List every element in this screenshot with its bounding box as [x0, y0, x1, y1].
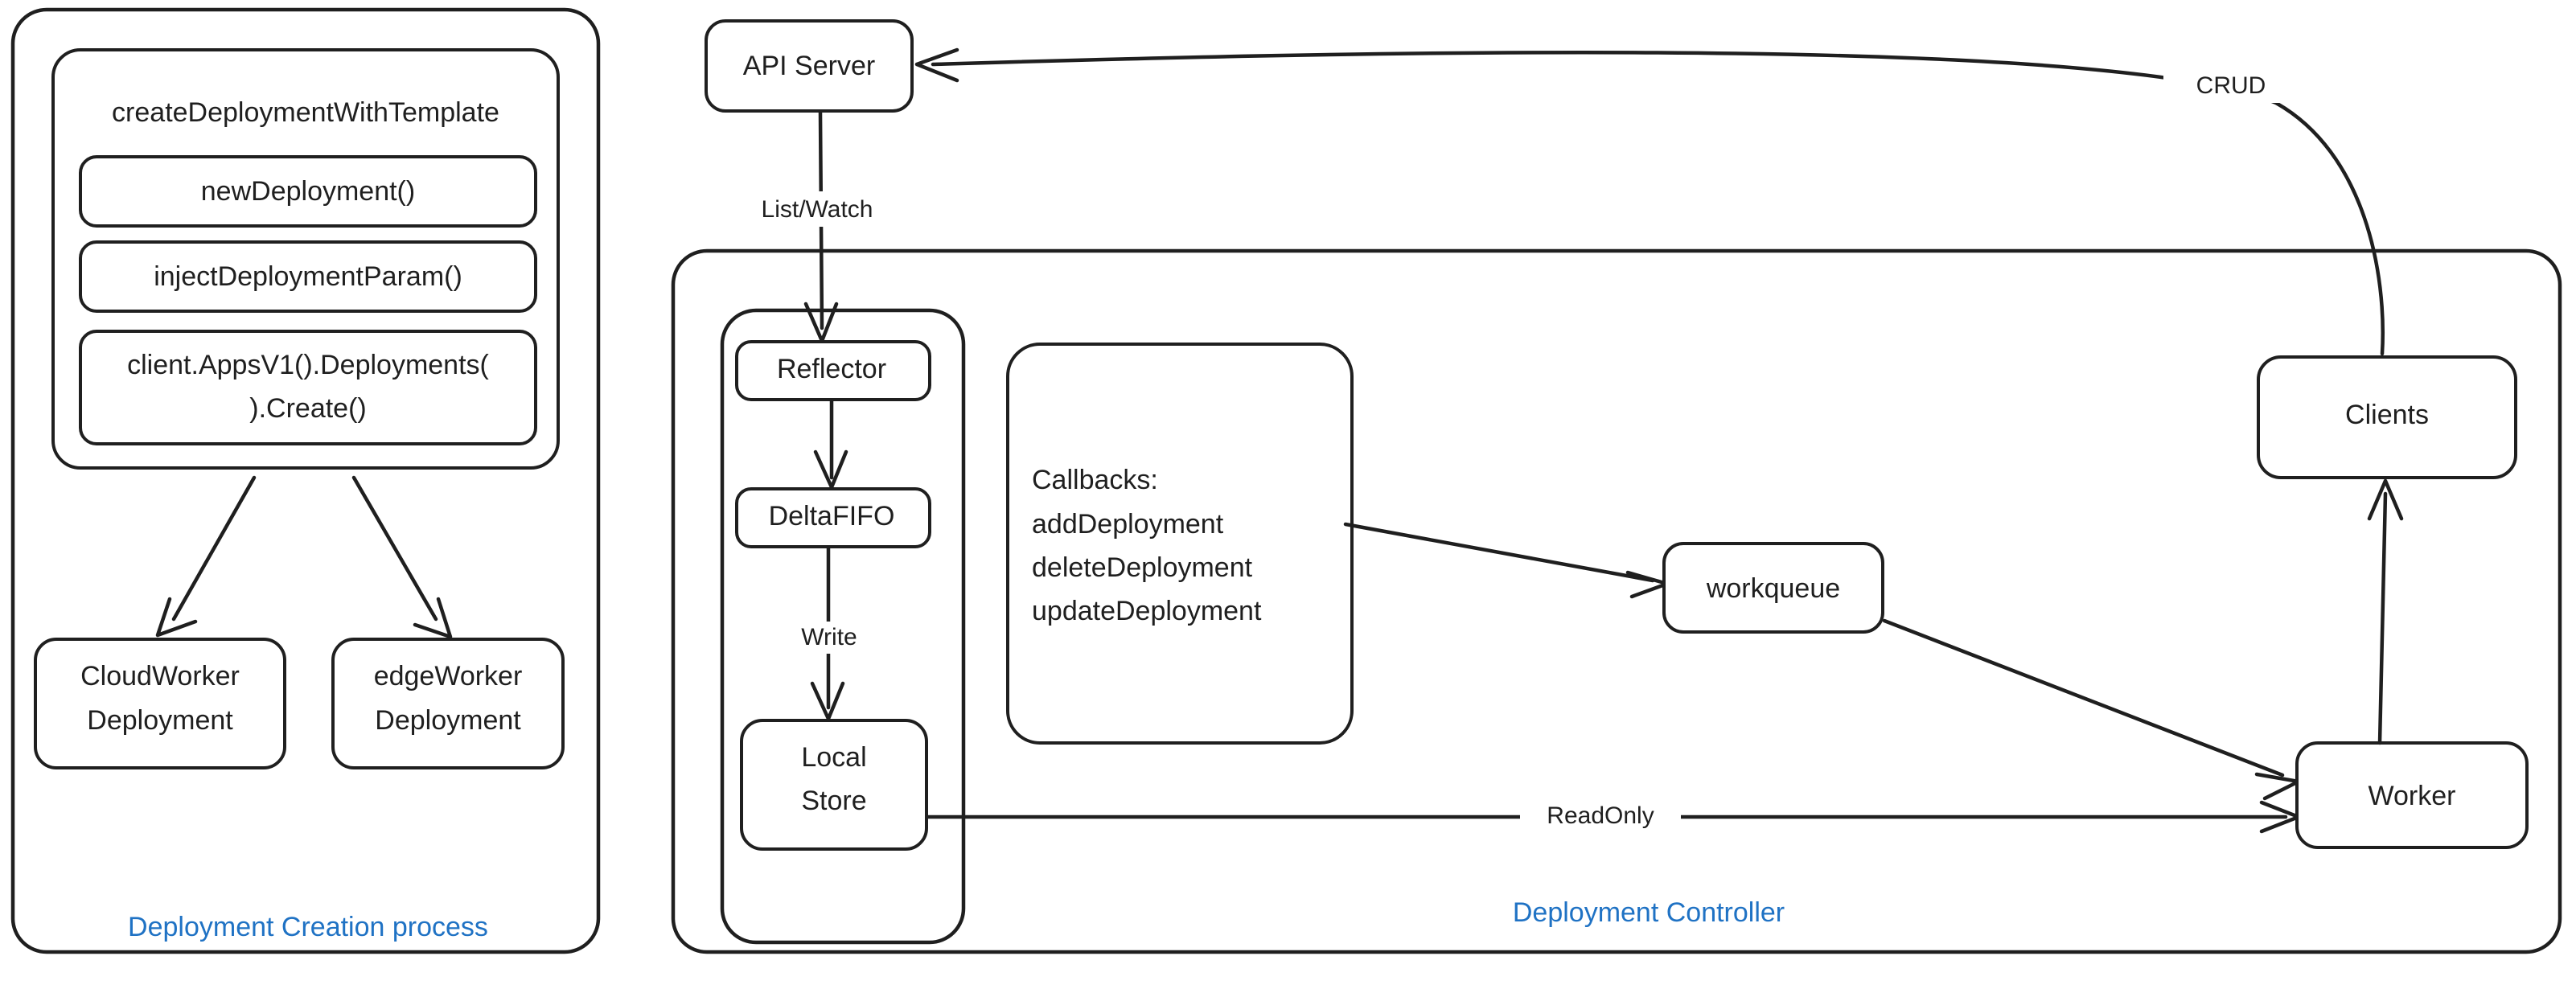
edge-clients-to-api-server: CRUD: [914, 47, 2385, 356]
edgeworker-deployment-label-line1: edgeWorker: [374, 661, 523, 691]
callbacks-label-line1: Callbacks:: [1032, 465, 1158, 495]
node-cloudworker-deployment[interactable]: CloudWorker Deployment: [34, 638, 286, 769]
node-new-deployment[interactable]: newDeployment(): [79, 155, 537, 228]
callbacks-label-line3: deleteDeployment: [1032, 552, 1253, 583]
delta-fifo-label: DeltaFIFO: [769, 501, 895, 531]
local-store-box: [740, 719, 928, 851]
inject-deployment-param-label: injectDeploymentParam(): [154, 261, 462, 292]
cluster-controller-title: Deployment Controller: [1513, 897, 1785, 928]
reflector-box: [735, 340, 931, 401]
node-worker[interactable]: Worker: [2295, 741, 2529, 849]
local-store-label-line1: Local: [801, 742, 866, 773]
delta-fifo-box: [735, 487, 931, 548]
edge-worker-to-clients: [2367, 478, 2404, 745]
write-label-bg: [784, 622, 874, 654]
cluster-creation-title: Deployment Creation process: [128, 912, 488, 942]
clients-label: Clients: [2345, 400, 2429, 430]
callbacks-label-line4: updateDeployment: [1032, 596, 1262, 626]
readonly-label-bg: [1520, 800, 1681, 834]
edge-api-server-to-reflector: List/Watch: [729, 110, 905, 343]
node-client-apps-create[interactable]: client.AppsV1().Deployments( ).Create(): [79, 330, 537, 445]
cloudworker-deployment-label-line2: Deployment: [87, 705, 233, 736]
api-server-label: API Server: [743, 51, 875, 81]
edge-callbacks-to-workqueue: [1343, 522, 1670, 599]
create-with-template-label: createDeploymentWithTemplate: [112, 97, 499, 128]
node-inject-deployment-param[interactable]: injectDeploymentParam(): [79, 240, 537, 313]
edge-localstore-to-worker: ReadOnly: [926, 800, 2301, 834]
edge-create-to-cloudworker: [155, 475, 257, 638]
list-watch-label-bg: [729, 191, 905, 227]
edge-workqueue-to-worker: [1882, 618, 2301, 801]
node-edgeworker-deployment[interactable]: edgeWorker Deployment: [331, 638, 565, 769]
edge-create-to-edgeworker: [351, 475, 453, 639]
new-deployment-box: [79, 155, 537, 228]
callbacks-box: [1006, 343, 1354, 745]
node-local-store[interactable]: Local Store: [740, 719, 928, 851]
node-reflector[interactable]: Reflector: [735, 340, 931, 401]
edgeworker-deployment-box: [331, 638, 565, 769]
node-workqueue[interactable]: workqueue: [1662, 542, 1884, 634]
node-delta-fifo[interactable]: DeltaFIFO: [735, 487, 931, 548]
worker-label: Worker: [2369, 781, 2456, 811]
edge-label-crud: CRUD: [2196, 72, 2266, 99]
workqueue-label: workqueue: [1706, 573, 1840, 604]
inject-deployment-param-box: [79, 240, 537, 313]
client-apps-create-box: [79, 330, 537, 445]
workqueue-box: [1662, 542, 1884, 634]
edgeworker-deployment-label-line2: Deployment: [375, 705, 521, 736]
new-deployment-label: newDeployment(): [201, 176, 415, 207]
crud-label-bg: [2163, 68, 2299, 103]
api-server-box: [705, 19, 914, 113]
cloudworker-deployment-label-line1: CloudWorker: [80, 661, 240, 691]
cloudworker-deployment-box: [34, 638, 286, 769]
clients-box: [2257, 355, 2517, 479]
edge-reflector-to-deltafifo: [813, 399, 848, 490]
local-store-label-line2: Store: [801, 786, 866, 816]
edge-label-list-watch: List/Watch: [762, 196, 873, 223]
node-api-server[interactable]: API Server: [705, 19, 914, 113]
edge-label-write: Write: [801, 624, 857, 650]
edge-label-readonly: ReadOnly: [1547, 802, 1654, 829]
reflector-label: Reflector: [777, 354, 886, 384]
worker-box: [2295, 741, 2529, 849]
edge-deltafifo-to-localstore: Write: [784, 546, 874, 721]
callbacks-label-line2: addDeployment: [1032, 509, 1224, 540]
node-callbacks[interactable]: Callbacks: addDeployment deleteDeploymen…: [1006, 343, 1354, 745]
node-clients[interactable]: Clients: [2257, 355, 2517, 479]
cluster-deployment-creation-process: createDeploymentWithTemplate newDeployme…: [10, 7, 601, 954]
client-apps-create-label-line1: client.AppsV1().Deployments(: [127, 350, 489, 380]
client-apps-create-label-line2: ).Create(): [249, 393, 366, 424]
